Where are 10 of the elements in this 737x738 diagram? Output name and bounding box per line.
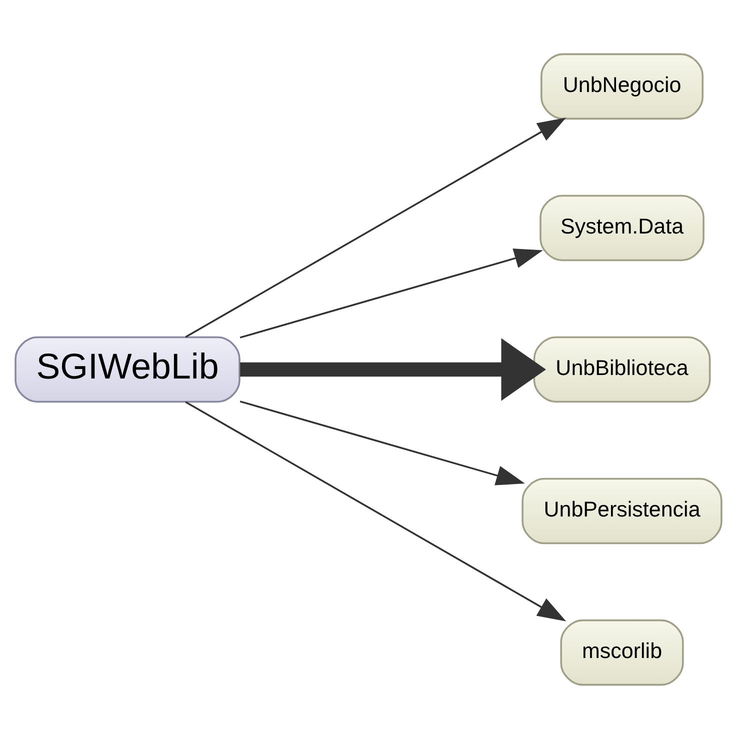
arrow <box>185 117 566 338</box>
arrow <box>240 248 544 338</box>
arrow <box>240 400 525 485</box>
node-box: UnbNegocio <box>540 52 704 120</box>
node-box: mscorlib <box>560 618 684 686</box>
arrow <box>185 400 566 621</box>
node-box: UnbPersistencia <box>522 477 722 544</box>
node-box: System.Data <box>540 194 704 261</box>
node-box: SGIWebLib <box>14 336 240 402</box>
node-box: UnbBiblioteca <box>533 336 711 402</box>
